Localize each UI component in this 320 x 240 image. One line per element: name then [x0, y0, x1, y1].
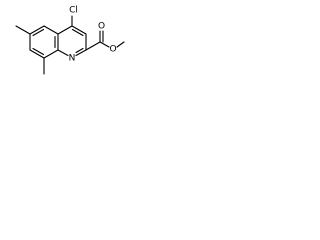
- double-bond-c5-c6: [32, 28, 45, 37]
- bond-c4-c3: [71, 25, 87, 35]
- chemical-structure-figure: Cl N O O: [0, 0, 128, 92]
- structure-drawing: Cl N O O: [15, 6, 125, 75]
- bond-carbonyl-c-ester-o: [99, 41, 110, 48]
- bond-c4a-c4: [57, 25, 73, 35]
- bond-c8-c8a: [43, 49, 59, 59]
- bond-c2-carbonyl-carbon: [85, 41, 101, 51]
- bond-n1-c8a: [57, 49, 69, 57]
- double-bond-c2-n1: [75, 47, 84, 54]
- ring-nitrogen-label: N: [69, 54, 76, 64]
- bond-c5-c6: [29, 25, 45, 35]
- bond-c6-methyl: [15, 25, 31, 35]
- bond-c4a-c5: [43, 25, 59, 35]
- bond-ester-o-methyl: [116, 41, 125, 48]
- bond-c2-n1: [75, 49, 87, 57]
- ester-oxygen-label: O: [109, 45, 116, 55]
- bond-c7-c8: [29, 49, 45, 59]
- carbonyl-oxygen-label: O: [98, 22, 105, 32]
- chlorine-label: Cl: [69, 6, 78, 16]
- double-bond-c7-c8: [32, 47, 45, 56]
- double-bond-c4-c3: [71, 28, 84, 37]
